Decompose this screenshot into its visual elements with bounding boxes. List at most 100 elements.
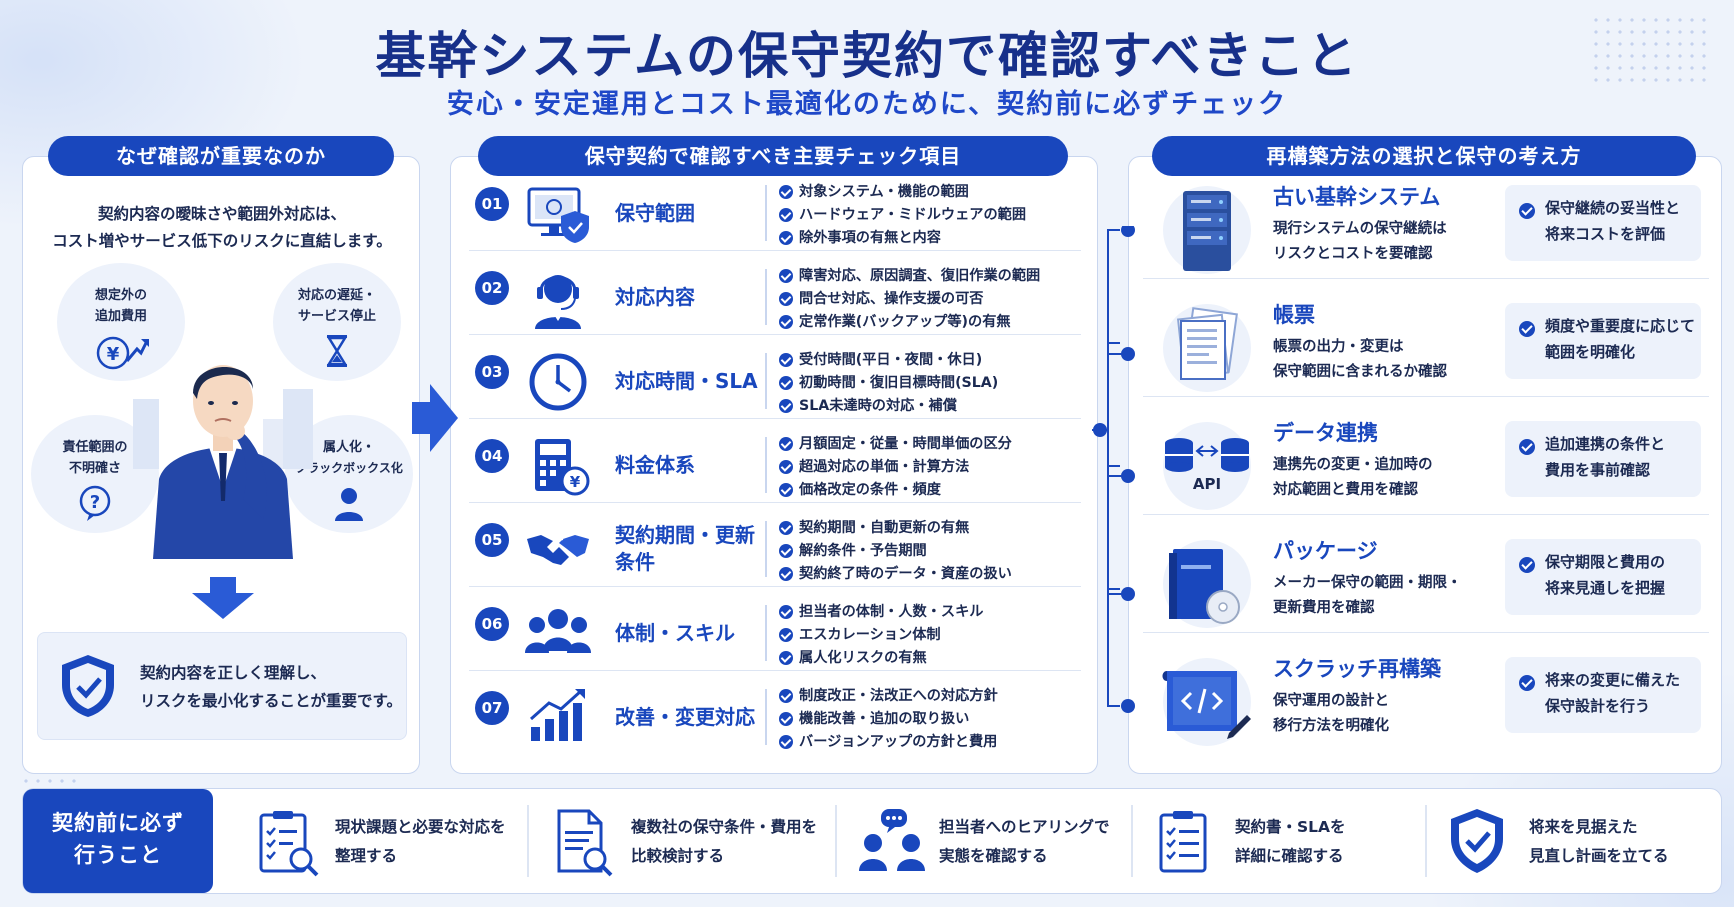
note-text: 契約内容を正しく理解し、 リスクを最小化することが重要です。	[140, 659, 402, 715]
check-item-text: 超過対応の単価・計算方法	[799, 458, 970, 475]
item-number: 03	[475, 355, 509, 389]
must-do-line2: 見直し計画を立てる	[1529, 847, 1669, 865]
check-item-text: バージョンアップの方針と費用	[799, 733, 998, 750]
check-circle-icon	[779, 712, 793, 727]
item-number: 01	[475, 187, 509, 221]
risk-label-line2: 追加費用	[94, 309, 147, 324]
check-item-text: 除外事項の有無と内容	[799, 229, 941, 246]
shield-check-icon	[62, 655, 114, 717]
check-item-text: 月額固定・従量・時間単価の区分	[799, 436, 1012, 452]
method-description: 連携先の変更・追加時の 対応範囲と費用を確認	[1273, 453, 1483, 503]
must-do-line2: 整理する	[335, 847, 398, 865]
check-item: 契約終了時のデータ・資産の扱い	[779, 563, 1079, 586]
must-do-heading-line1: 契約前に必ず	[52, 811, 184, 835]
left-intro: 契約内容の曖昧さや範囲外対応は、 コスト増やサービス低下のリスクに直結します。	[23, 201, 421, 255]
must-do-separator	[1425, 805, 1427, 877]
item-checks: 障害対応、原因調査、復旧作業の範囲問合せ対応、操作支援の可否定常作業(バックアッ…	[779, 265, 1079, 333]
method-title: データ連携	[1273, 421, 1378, 445]
row-separator	[765, 605, 767, 661]
method-point-text: 保守期限と費用の 将来見通しを把握	[1545, 549, 1697, 601]
method-desc-line1: 帳票の出力・変更は	[1273, 339, 1404, 355]
method-point-text: 頻度や重要度に応じて 範囲を明確化	[1545, 313, 1697, 365]
risk-label-line2: ブラックボックス化	[295, 461, 403, 475]
row-separator	[765, 269, 767, 325]
item-title: 体制・スキル	[615, 620, 735, 645]
shield-check-icon	[1451, 809, 1503, 873]
document-search-icon	[557, 809, 613, 877]
down-arrow-icon	[192, 577, 254, 619]
check-item-text: SLA未達時の対応・補償	[799, 397, 957, 414]
item-number: 02	[475, 271, 509, 305]
check-item-text: 担当者の体制・人数・スキル	[799, 604, 984, 620]
check-item: 月額固定・従量・時間単価の区分	[779, 433, 1079, 456]
must-do-heading: 契約前に必ず 行うこと	[23, 789, 213, 893]
must-do-bar: 契約前に必ず 行うこと 現状課題と必要な対応を 整理する 複数社の保守条件・費用…	[22, 788, 1722, 894]
method-desc-line1: 保守運用の設計と	[1273, 693, 1389, 709]
method-point-box: 将来の変更に備えた 保守設計を行う	[1505, 657, 1701, 733]
method-point-box: 保守期限と費用の 将来見通しを把握	[1505, 539, 1701, 615]
must-do-text: 担当者へのヒアリングで 実態を確認する	[939, 813, 1110, 871]
method-point-box: 頻度や重要度に応じて 範囲を明確化	[1505, 303, 1701, 379]
method-row: API データ連携 連携先の変更・追加時の 対応範囲と費用を確認 追加連携の条件…	[1143, 411, 1709, 515]
method-point-text: 追加連携の条件と 費用を事前確認	[1545, 431, 1697, 483]
check-circle-icon	[779, 376, 793, 391]
risk-label-line1: 想定外の	[94, 288, 147, 303]
check-item-text: 定常作業(バックアップ等)の有無	[799, 313, 1011, 330]
method-row: 帳票 帳票の出力・変更は 保守範囲に含まれるか確認 頻度や重要度に応じて 範囲を…	[1143, 293, 1709, 397]
item-number: 07	[475, 691, 509, 725]
check-item-text: 対象システム・機能の範囲	[799, 184, 969, 200]
check-item: 解約条件・予告期間	[779, 540, 1079, 563]
item-number: 04	[475, 439, 509, 473]
must-do-separator	[527, 805, 529, 877]
method-description: 帳票の出力・変更は 保守範囲に含まれるか確認	[1273, 335, 1483, 385]
check-items-panel: 01 保守範囲 対象システム・機能の範囲ハードウェア・ミドルウェアの範囲除外事項…	[450, 156, 1098, 774]
api-database-icon: API	[1163, 422, 1251, 510]
check-item: SLA未達時の対応・補償	[779, 395, 1079, 418]
check-item-text: 属人化リスクの有無	[799, 649, 927, 666]
risk-label-line2: 不明確さ	[68, 461, 121, 476]
must-do-item: 将来を見据えた 見直し計画を立てる	[1447, 789, 1717, 893]
check-item: 障害対応、原因調査、復旧作業の範囲	[779, 265, 1079, 288]
point-line1: 保守期限と費用の	[1545, 553, 1666, 571]
check-item: 超過対応の単価・計算方法	[779, 456, 1079, 479]
check-item: 制度改正・法改正への対応方針	[779, 685, 1079, 708]
item-number: 05	[475, 523, 509, 557]
must-do-line2: 比較検討する	[631, 847, 725, 865]
risk-label-line1: 属人化・	[322, 440, 375, 455]
method-desc-line2: 対応範囲と費用を確認	[1273, 482, 1418, 498]
check-circle-icon	[779, 650, 793, 665]
point-line2: 費用を事前確認	[1545, 461, 1651, 479]
risk-unexpected-cost: 想定外の 追加費用 ¥	[57, 263, 185, 381]
check-row-07: 07 改善・変更対応 制度改正・法改正への対応方針機能改善・追加の取り扱いバージ…	[469, 679, 1081, 755]
row-separator	[765, 185, 767, 241]
must-do-line1: 担当者へのヒアリングで	[939, 818, 1110, 836]
must-do-text: 現状課題と必要な対応を 整理する	[335, 813, 506, 871]
must-do-heading-line2: 行うこと	[74, 843, 162, 867]
right-panel-heading: 再構築方法の選択と保守の考え方	[1152, 136, 1696, 176]
row-separator	[765, 437, 767, 493]
must-do-text: 将来を見据えた 見直し計画を立てる	[1529, 813, 1669, 871]
package-disc-icon	[1163, 540, 1251, 628]
check-item: 定常作業(バックアップ等)の有無	[779, 311, 1079, 334]
check-circle-icon	[1519, 675, 1535, 691]
point-line1: 将来の変更に備えた	[1545, 671, 1681, 689]
method-description: 保守運用の設計と 移行方法を明確化	[1273, 689, 1483, 739]
intro-line-2: コスト増やサービス低下のリスクに直結します。	[52, 232, 392, 250]
check-circle-icon	[779, 292, 793, 307]
yen-up-icon: ¥	[96, 336, 149, 370]
question-icon: ?	[79, 485, 111, 521]
method-description: 現行システムの保守継続は リスクとコストを要確認	[1273, 217, 1483, 267]
check-circle-icon	[1519, 439, 1535, 455]
page-subtitle: 安心・安定運用とコスト最適化のために、契約前に必ずチェック	[446, 89, 1288, 120]
item-title: 料金体系	[615, 452, 695, 477]
clock-icon	[529, 353, 587, 411]
row-separator	[765, 521, 767, 577]
check-circle-icon	[779, 605, 793, 620]
why-important-panel: 契約内容の曖昧さや範囲外対応は、 コスト増やサービス低下のリスクに直結します。 …	[22, 156, 420, 774]
check-circle-icon	[779, 398, 793, 413]
check-circle-icon	[1519, 321, 1535, 337]
check-circle-icon	[779, 314, 793, 329]
check-row-06: 06 体制・スキル 担当者の体制・人数・スキルエスカレーション体制属人化リスクの…	[469, 595, 1081, 671]
point-line2: 将来コストを評価	[1545, 225, 1666, 243]
check-item-text: 解約条件・予告期間	[799, 542, 927, 559]
